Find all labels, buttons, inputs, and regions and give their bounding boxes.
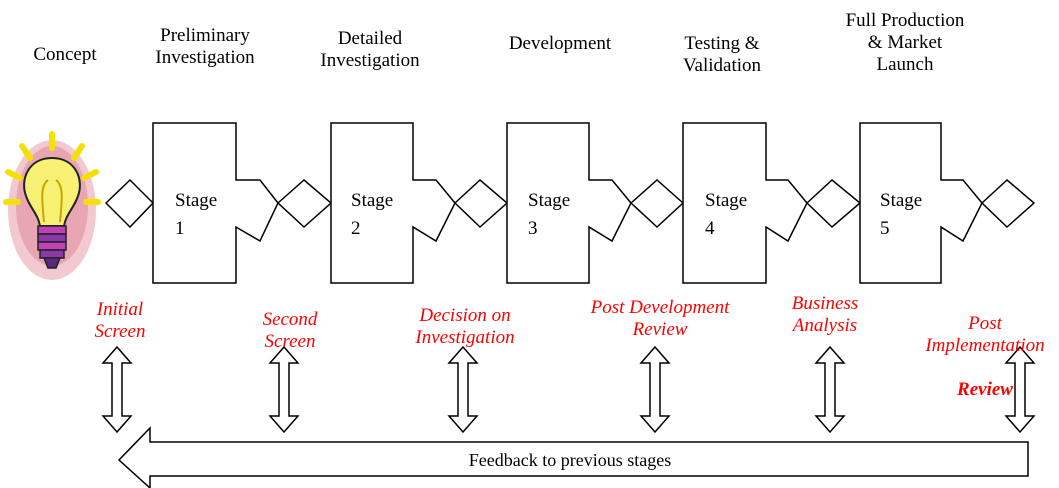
double-arrow-icon (814, 345, 846, 434)
stage-box-4 (682, 122, 808, 284)
feedback-arrow-icon (117, 426, 1029, 488)
gate-label-post-implementation-text: Post Implementation (925, 313, 1045, 356)
gate-diamond-2 (453, 178, 509, 229)
double-arrow-icon (101, 345, 133, 434)
gate-label-business-analysis: Business Analysis (791, 293, 859, 336)
gate-label-post-implementation: Post Implementation Review (905, 291, 1059, 401)
gate-label-initial-screen: Initial Screen (94, 299, 146, 342)
gate-label-review-bold: Review (957, 379, 1013, 400)
stage-label-1: Stage 1 (175, 190, 218, 239)
gate-label-second-screen: Second Screen (262, 309, 318, 352)
gate-diamond-0 (104, 178, 155, 229)
phase-title-preliminary: Preliminary Investigation (155, 25, 255, 68)
double-arrow-icon (447, 345, 479, 434)
gate-diamond-4 (805, 179, 862, 229)
feedback-label: Feedback to previous stages (468, 450, 672, 470)
lightbulb-icon (3, 131, 101, 280)
phase-title-concept: Concept (33, 44, 97, 65)
stage-box-3 (506, 122, 632, 284)
gate-diamond-5 (980, 178, 1036, 229)
double-arrow-icon (268, 345, 300, 434)
stage-label-2: Stage 2 (351, 190, 394, 239)
phase-title-detailed: Detailed Investigation (320, 28, 420, 71)
stage-label-3: Stage 3 (528, 190, 571, 239)
double-arrow-icon (1004, 345, 1036, 434)
stage-box-2 (330, 122, 456, 284)
gate-diamond-3 (629, 178, 685, 229)
phase-title-full-production: Full Production & Market Launch (845, 10, 965, 75)
stage-label-4: Stage 4 (705, 190, 748, 239)
stage-box-5 (859, 122, 983, 284)
phase-title-testing: Testing & Validation (682, 33, 762, 76)
phase-title-development: Development (508, 33, 612, 54)
double-arrow-icon (639, 345, 671, 434)
gate-label-post-development-review: Post Development Review (590, 297, 730, 340)
gate-label-decision-on-investigation: Decision on Investigation (415, 305, 515, 348)
gate-diamond-1 (276, 179, 333, 229)
stage-box-1 (152, 122, 279, 284)
stage-label-5: Stage 5 (880, 190, 923, 239)
